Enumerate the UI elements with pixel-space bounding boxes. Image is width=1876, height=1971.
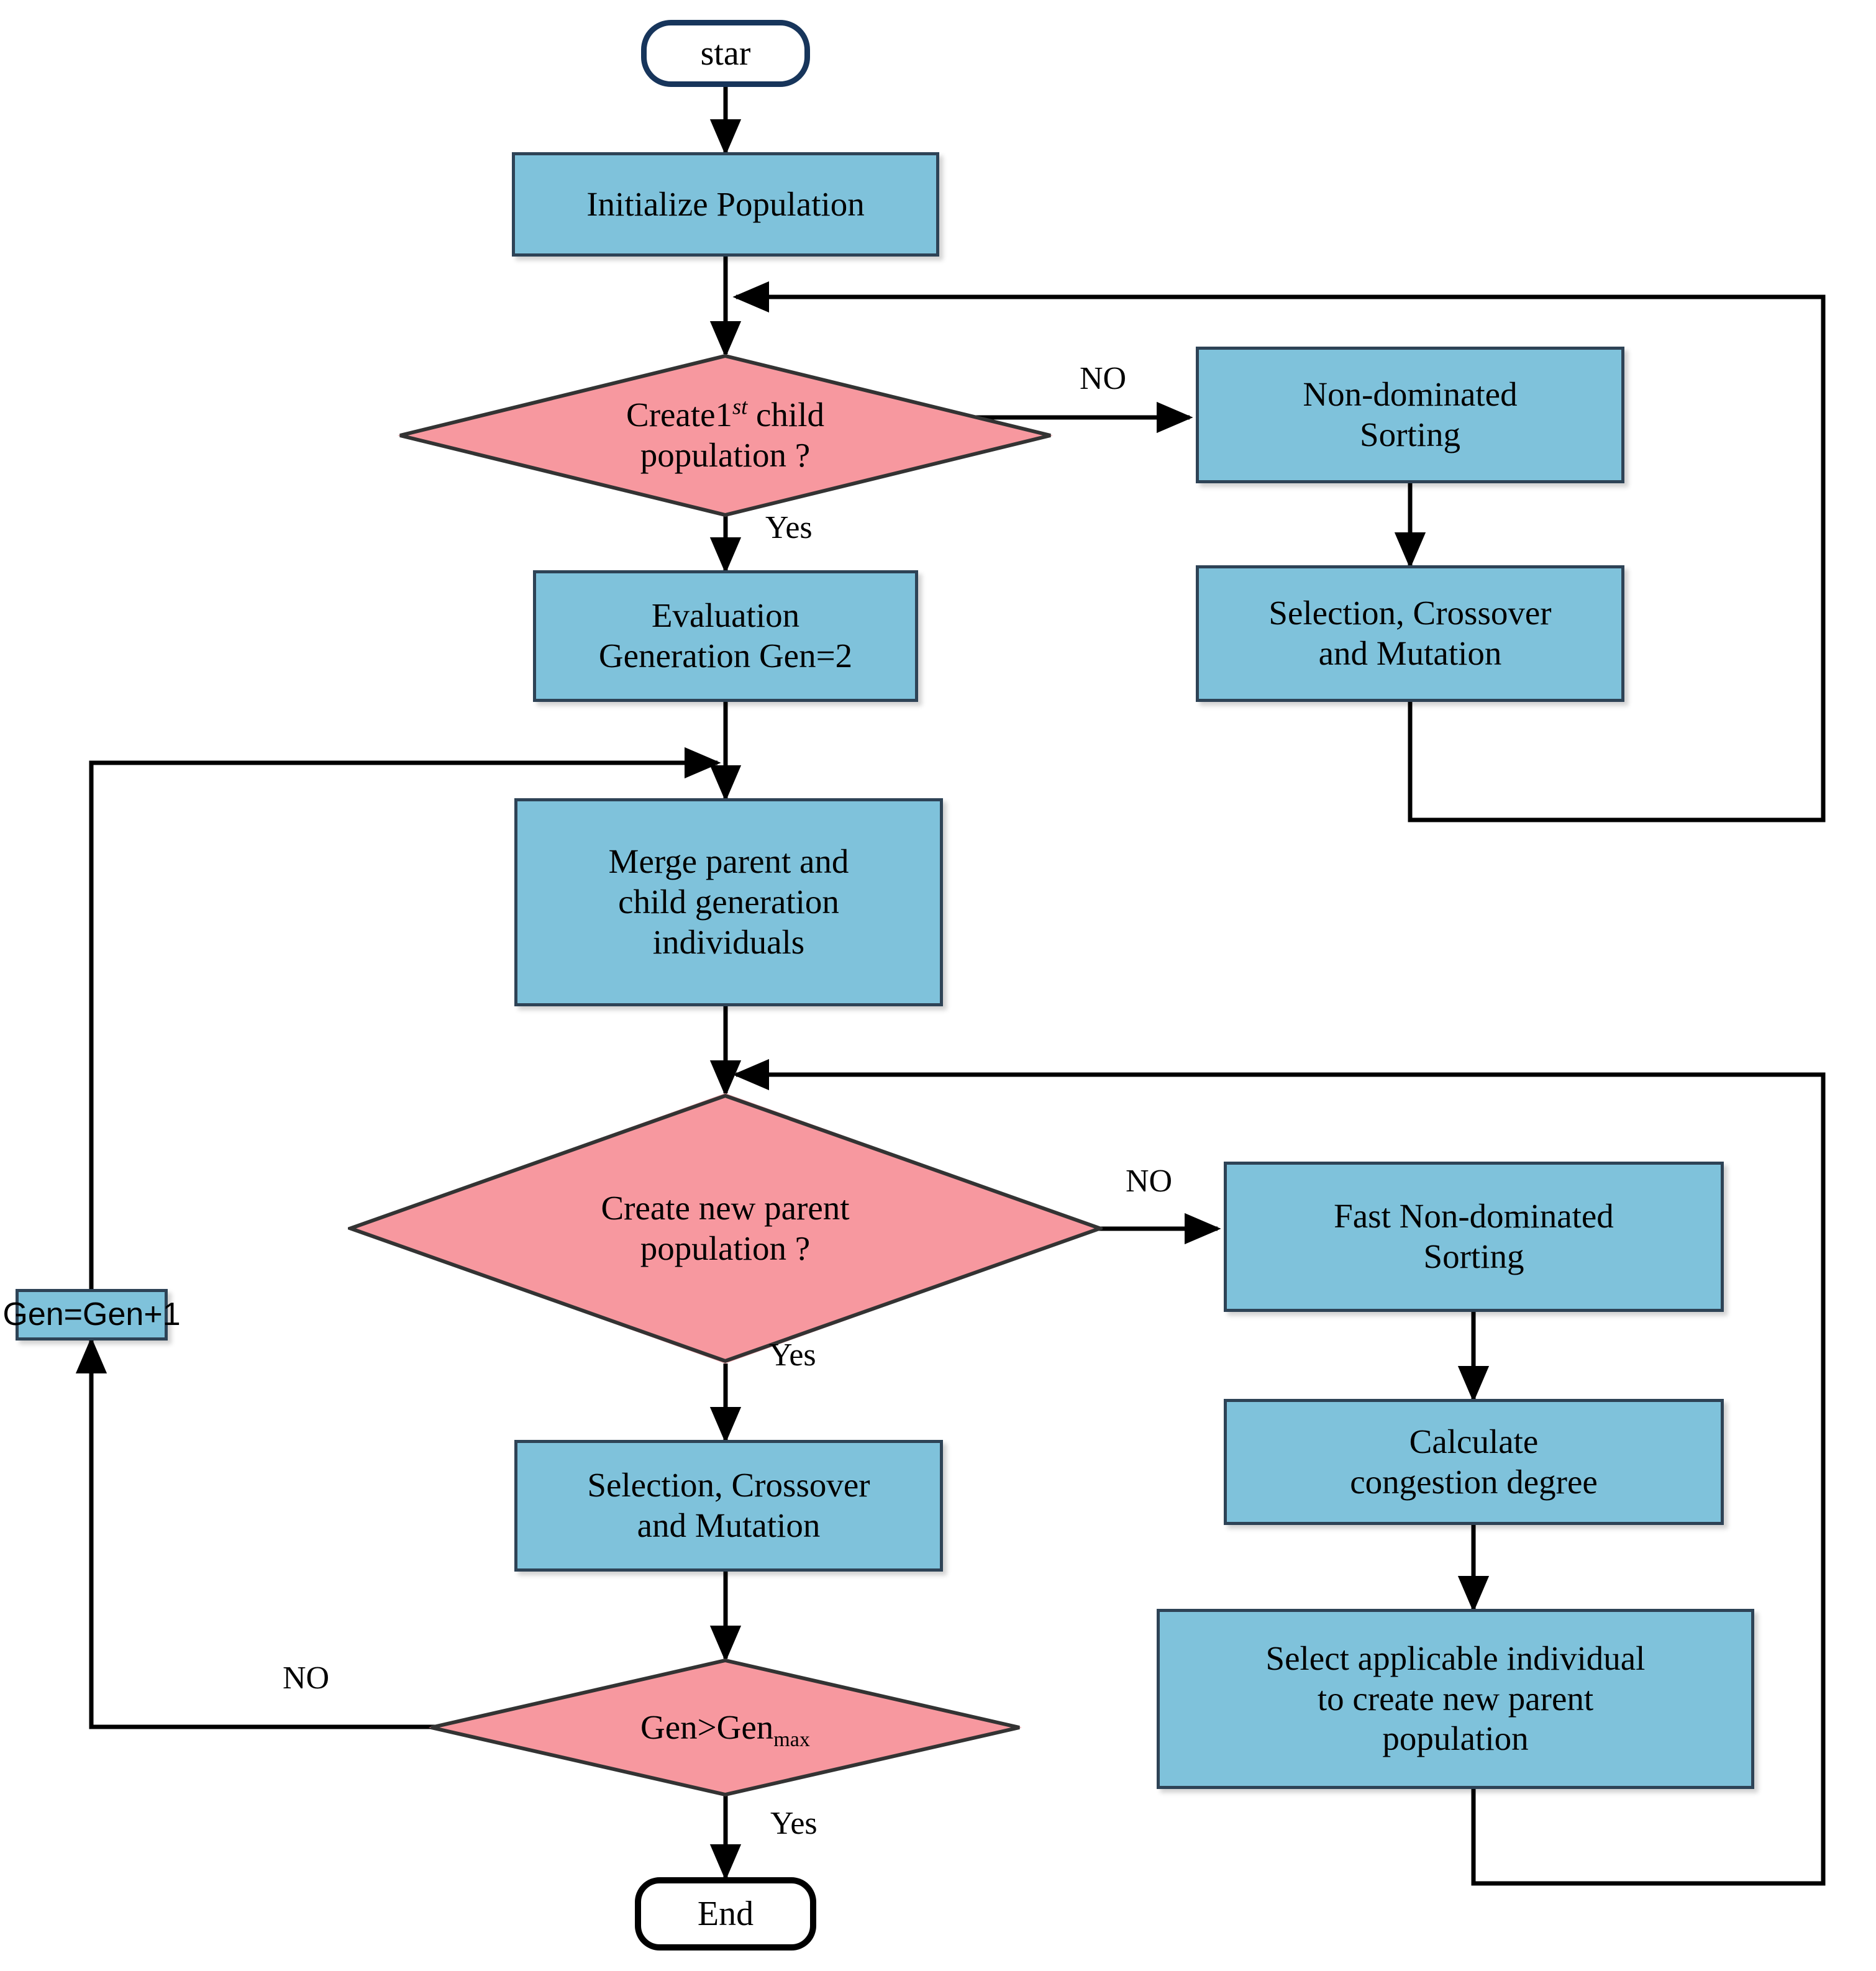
gen-max-check-label: Gen>Genmax — [517, 1708, 933, 1751]
create-first-child-population-decision[interactable]: Create1st child population ? — [398, 354, 1053, 517]
decision1-line2: population ? — [640, 436, 811, 474]
merge-line1: Merge parent and — [608, 842, 849, 881]
edge-label-yes-bottom: Yes — [770, 1806, 817, 1841]
decision2-line2: population ? — [640, 1229, 811, 1267]
scm-top-line1: Selection, Crossover — [1268, 594, 1552, 632]
selection-crossover-mutation-top-node[interactable]: Selection, Crossover and Mutation — [1196, 565, 1624, 702]
decision3-subscript: max — [773, 1727, 810, 1751]
scm-bottom-line1: Selection, Crossover — [587, 1466, 870, 1504]
edge-label-no-top: NO — [1080, 361, 1127, 396]
initialize-population-label: Initialize Population — [586, 184, 865, 223]
scm-bottom-line2: and Mutation — [637, 1506, 821, 1544]
edge-label-no-bottom: NO — [283, 1660, 330, 1696]
decision1-superscript: st — [732, 394, 748, 419]
evaluation-line2: Generation Gen=2 — [598, 637, 853, 675]
non-dominated-sorting-line2: Sorting — [1360, 416, 1460, 453]
merge-line3: individuals — [652, 922, 805, 961]
create-new-parent-population-decision[interactable]: Create new parent population ? — [348, 1093, 1103, 1363]
edge-label-no-middle: NO — [1126, 1163, 1173, 1199]
calculate-congestion-degree-node[interactable]: Calculate congestion degree — [1224, 1399, 1724, 1525]
decision1-line1-post: child — [747, 396, 824, 434]
gen-increment-node[interactable]: Gen=Gen+1 — [2, 1289, 181, 1341]
fast-non-dominated-sorting-node[interactable]: Fast Non-dominated Sorting — [1224, 1162, 1724, 1312]
edge-label-yes-top: Yes — [765, 510, 813, 545]
decision3-pre: Gen>Gen — [640, 1708, 774, 1746]
end-node[interactable]: End — [635, 1877, 816, 1951]
decision2-line1: Create new parent — [601, 1188, 850, 1227]
calc-congestion-line2: congestion degree — [1350, 1462, 1598, 1501]
start-label: star — [700, 34, 751, 73]
merge-generations-node[interactable]: Merge parent and child generation indivi… — [514, 798, 943, 1006]
scm-top-line2: and Mutation — [1318, 634, 1502, 672]
gen-max-check-decision[interactable]: Gen>Genmax — [429, 1659, 1022, 1796]
select-applicable-individual-node[interactable]: Select applicable individual to create n… — [1157, 1609, 1754, 1789]
decision2-diamond-border — [348, 1093, 1103, 1363]
start-node[interactable]: star — [641, 20, 810, 87]
select-applicable-line3: population — [1382, 1719, 1529, 1758]
merge-line2: child generation — [618, 883, 839, 921]
selection-crossover-mutation-bottom-node[interactable]: Selection, Crossover and Mutation — [514, 1440, 943, 1572]
decision-diamond-border — [398, 354, 1053, 517]
evaluation-line1: Evaluation — [651, 596, 800, 635]
fast-nds-line2: Sorting — [1423, 1237, 1524, 1275]
select-applicable-line1: Select applicable individual — [1265, 1639, 1646, 1677]
end-label: End — [697, 1894, 754, 1933]
calc-congestion-line1: Calculate — [1409, 1422, 1539, 1460]
create-new-parent-population-label: Create new parent population ? — [461, 1188, 990, 1269]
initialize-population-node[interactable]: Initialize Population — [512, 152, 939, 257]
gen-increment-label: Gen=Gen+1 — [2, 1296, 181, 1332]
decision1-line1-pre: Create1 — [626, 396, 733, 434]
create-first-child-population-label: Create1st child population ? — [496, 395, 955, 476]
fast-nds-line1: Fast Non-dominated — [1334, 1197, 1614, 1236]
non-dominated-sorting-node[interactable]: Non-dominated Sorting — [1196, 347, 1624, 483]
decision3-diamond-border — [429, 1659, 1022, 1796]
non-dominated-sorting-line1: Non-dominated — [1303, 375, 1518, 414]
edge-label-yes-middle: Yes — [769, 1337, 816, 1373]
evaluation-node[interactable]: Evaluation Generation Gen=2 — [533, 570, 918, 702]
select-applicable-line2: to create new parent — [1317, 1679, 1594, 1718]
